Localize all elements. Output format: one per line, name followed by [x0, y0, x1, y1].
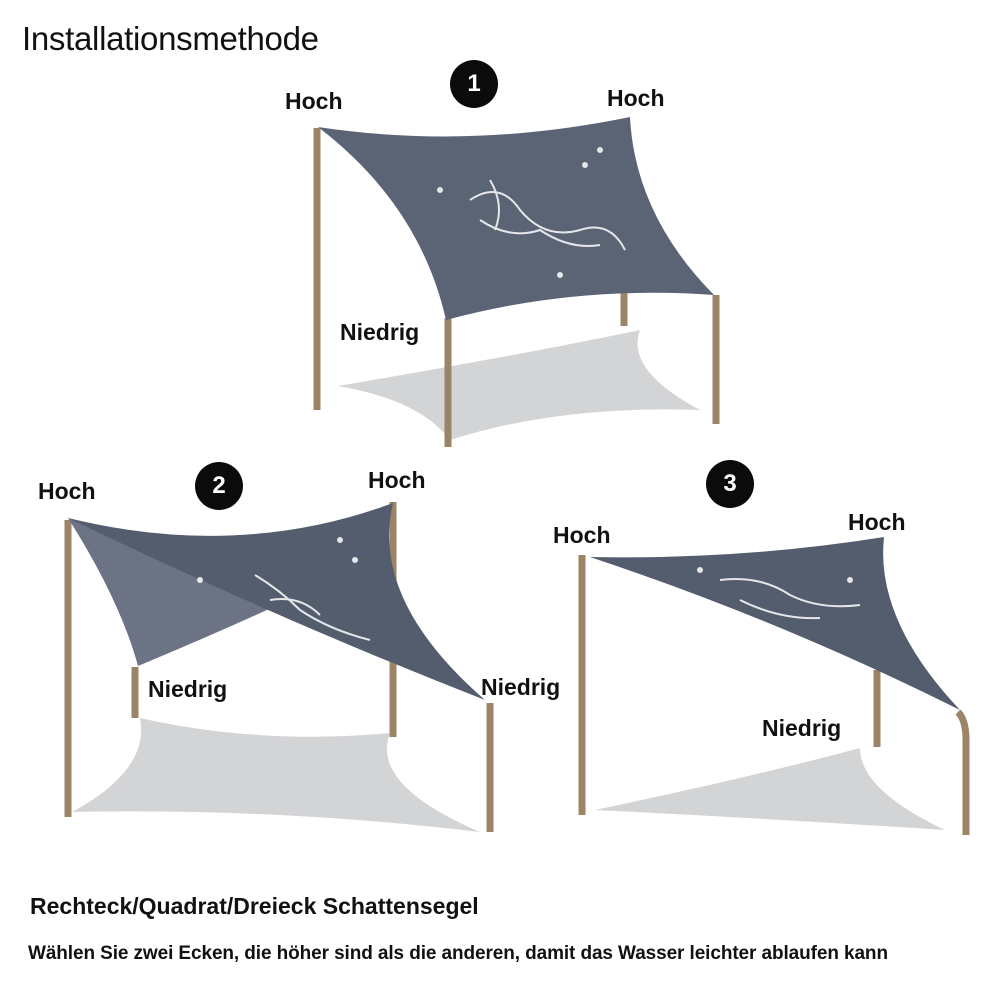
step-number-1: 1 [467, 70, 481, 97]
label-high-1-right: Hoch [607, 85, 665, 111]
label-low-2-left: Niedrig [148, 676, 228, 702]
water-splash-3 [697, 567, 861, 620]
label-low-3: Niedrig [762, 715, 842, 741]
label-high-1-left: Hoch [285, 88, 343, 114]
sail-2-back [68, 518, 330, 666]
pole-3-front [955, 709, 970, 835]
water-splash-1 [437, 147, 626, 278]
step-number-2: 2 [212, 472, 226, 499]
label-high-3-left: Hoch [553, 522, 611, 548]
label-high-2-right: Hoch [368, 467, 426, 493]
caption-text: Wählen Sie zwei Ecken, die höher sind al… [28, 943, 888, 964]
label-high-3-right: Hoch [848, 509, 906, 535]
label-low-1: Niedrig [340, 319, 420, 345]
step-badge-3: 3 [706, 460, 754, 508]
diagram-1-illustration [313, 117, 720, 447]
label-low-2-right: Niedrig [481, 674, 561, 700]
water-splash-2 [197, 537, 371, 653]
step-number-3: 3 [723, 470, 737, 497]
diagram-2-illustration [64, 502, 494, 832]
sail-1 [318, 117, 714, 320]
shadow-3 [595, 748, 945, 830]
shadow-2 [72, 718, 480, 832]
step-badge-1: 1 [450, 60, 498, 108]
page-title: Installationsmethode [22, 20, 319, 57]
caption-heading: Rechteck/Quadrat/Dreieck Schattensegel [30, 893, 479, 919]
label-high-2-left: Hoch [38, 478, 96, 504]
diagram-3-illustration [578, 537, 970, 835]
sail-2 [68, 503, 485, 700]
shadow-1 [338, 330, 700, 440]
step-badge-2: 2 [195, 462, 243, 510]
sail-3 [590, 537, 960, 710]
